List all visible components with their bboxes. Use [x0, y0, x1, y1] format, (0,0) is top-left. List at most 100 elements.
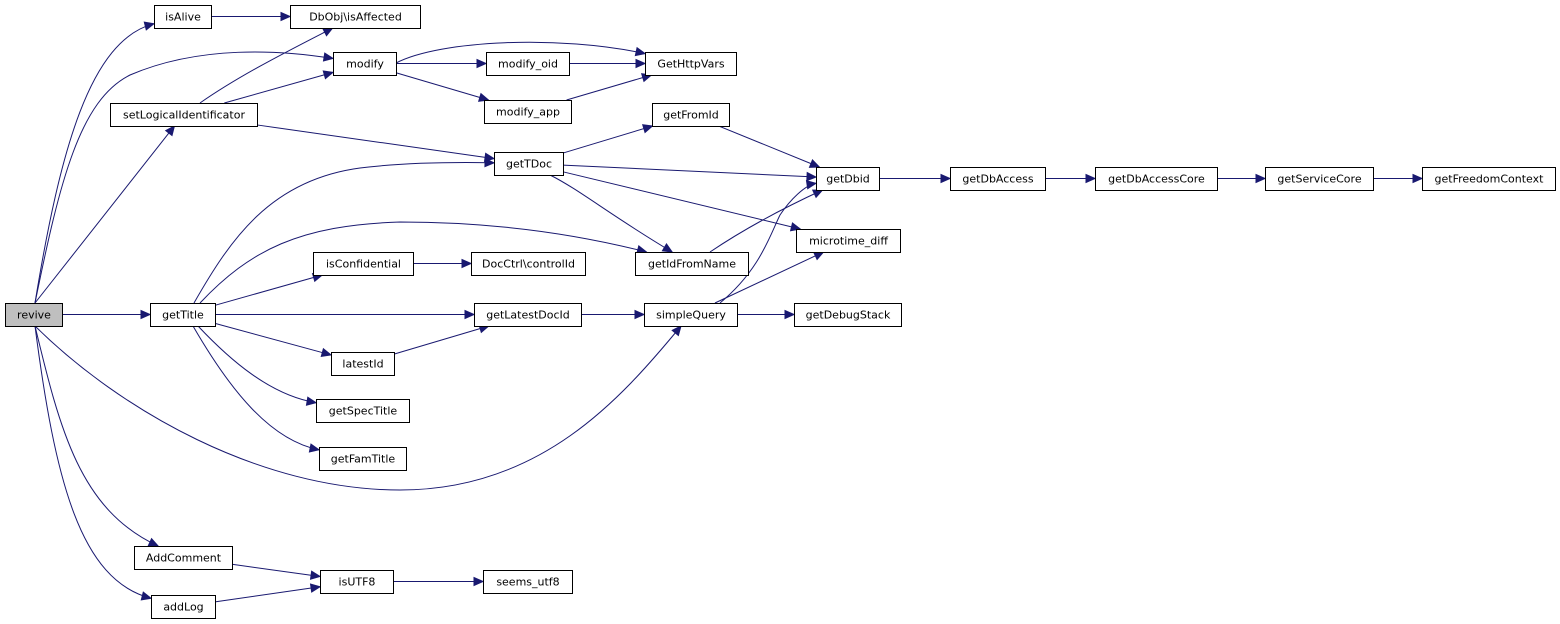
node-isUTF8-label: isUTF8	[339, 576, 376, 589]
node-getTDoc-box[interactable]	[494, 152, 564, 176]
edge-isUTF8-to-seems_utf8-arrowhead	[473, 576, 485, 587]
node-getDebugStack[interactable]: getDebugStack	[794, 303, 902, 327]
node-modify[interactable]: modify	[333, 52, 397, 76]
edge-getTDoc-to-getFromId-line	[562, 125, 653, 154]
node-AddComment-box[interactable]	[134, 546, 233, 570]
node-revive[interactable]: revive	[5, 303, 63, 327]
edge-revive-to-addLog	[34, 325, 153, 601]
node-getFamTitle[interactable]: getFamTitle	[319, 447, 407, 471]
node-getServiceCore[interactable]: getServiceCore	[1265, 167, 1374, 191]
node-getDbid-box[interactable]	[816, 167, 880, 191]
node-AddComment[interactable]: AddComment	[134, 546, 233, 570]
node-getFromId-box[interactable]	[652, 103, 730, 127]
edge-getTitle-to-latestId-arrowhead	[320, 347, 333, 358]
edge-revive-to-AddComment-arrowhead	[147, 537, 160, 547]
node-modify_app[interactable]: modify_app	[484, 100, 572, 124]
edge-revive-to-addLog-line	[34, 325, 152, 599]
edge-modify-to-modify_app-arrowhead	[477, 92, 490, 102]
node-controlId-box[interactable]	[471, 252, 586, 276]
node-isConfidential[interactable]: isConfidential	[313, 252, 414, 276]
edge-modify_app-to-GetHttpVars	[566, 73, 653, 101]
node-getFreedomContext[interactable]: getFreedomContext	[1422, 167, 1556, 191]
edge-getDbid-to-getDbAccess	[879, 173, 952, 184]
node-getServiceCore-box[interactable]	[1265, 167, 1374, 191]
node-getIdFromName[interactable]: getIdFromName	[635, 252, 749, 276]
node-seems_utf8[interactable]: seems_utf8	[483, 570, 573, 594]
node-getIdFromName-box[interactable]	[635, 252, 749, 276]
node-setLogicalIdentificator[interactable]: setLogicalIdentificator	[110, 103, 258, 127]
node-simpleQuery[interactable]: simpleQuery	[644, 303, 738, 327]
node-getLatestDocId-box[interactable]	[474, 303, 582, 327]
edge-getDbid-to-getDbAccess-arrowhead	[940, 173, 952, 184]
node-getFromId[interactable]: getFromId	[652, 103, 730, 127]
edge-setLogicalIdentificator-to-isAffected	[199, 27, 334, 104]
edge-revive-to-modify-line	[34, 51, 334, 304]
node-addLog-box[interactable]	[151, 595, 216, 619]
node-getDbAccess-box[interactable]	[950, 167, 1046, 191]
node-isConfidential-box[interactable]	[313, 252, 414, 276]
edge-getTDoc-to-microtime_diff-line	[562, 171, 801, 230]
edge-revive-to-isAlive-line	[34, 23, 155, 304]
edge-revive-to-modify-arrowhead	[322, 52, 335, 62]
node-setLogicalIdentificator-box[interactable]	[110, 103, 258, 127]
edge-setLogicalIdentificator-to-getTDoc	[256, 124, 496, 162]
node-getLatestDocId[interactable]: getLatestDocId	[474, 303, 582, 327]
node-microtime_diff-box[interactable]	[796, 229, 901, 253]
edge-revive-to-simpleQuery-line	[34, 325, 682, 491]
node-getDbid[interactable]: getDbid	[816, 167, 880, 191]
edge-AddComment-to-isUTF8	[231, 563, 322, 580]
node-addLog[interactable]: addLog	[151, 595, 216, 619]
node-getFromId-label: getFromId	[663, 109, 719, 122]
node-revive-label: revive	[17, 309, 51, 322]
node-revive-box[interactable]	[5, 303, 63, 327]
edge-modify-to-modify_app	[395, 72, 490, 102]
node-modify_app-box[interactable]	[484, 100, 572, 124]
node-isUTF8[interactable]: isUTF8	[320, 570, 394, 594]
node-getDebugStack-box[interactable]	[794, 303, 902, 327]
node-isAlive-box[interactable]	[154, 5, 212, 29]
node-getSpecTitle-box[interactable]	[316, 399, 410, 423]
edge-getTitle-to-getSpecTitle	[197, 325, 318, 406]
node-getDbAccessCore[interactable]: getDbAccessCore	[1095, 167, 1218, 191]
node-isAffected[interactable]: DbObj\isAffected	[290, 5, 421, 29]
node-modify_oid[interactable]: modify_oid	[486, 52, 570, 76]
node-getSpecTitle[interactable]: getSpecTitle	[316, 399, 410, 423]
edge-revive-to-addLog-arrowhead	[140, 591, 153, 601]
node-controlId[interactable]: DocCtrl\controlId	[471, 252, 586, 276]
edge-getTitle-to-isConfidential-line	[214, 274, 323, 306]
node-latestId[interactable]: latestId	[331, 352, 395, 376]
node-isAffected-box[interactable]	[290, 5, 421, 29]
edge-getDbAccess-to-getDbAccessCore-arrowhead	[1085, 173, 1097, 184]
edge-simpleQuery-to-getDebugStack	[737, 309, 796, 320]
edge-revive-to-AddComment-line	[34, 325, 159, 547]
node-GetHttpVars[interactable]: GetHttpVars	[645, 52, 737, 76]
node-modify-box[interactable]	[333, 52, 397, 76]
node-getTitle[interactable]: getTitle	[150, 303, 216, 327]
node-getFamTitle-box[interactable]	[319, 447, 407, 471]
node-isAlive[interactable]: isAlive	[154, 5, 212, 29]
node-getFreedomContext-label: getFreedomContext	[1435, 173, 1545, 186]
node-GetHttpVars-box[interactable]	[645, 52, 737, 76]
node-getTitle-box[interactable]	[150, 303, 216, 327]
edge-getFromId-to-getDbid	[718, 125, 821, 168]
node-controlId-label: DocCtrl\controlId	[482, 258, 575, 271]
edge-getServiceCore-to-getFreedomContext	[1373, 173, 1424, 184]
edge-simpleQuery-to-getDebugStack-arrowhead	[784, 309, 796, 320]
node-getFreedomContext-box[interactable]	[1422, 167, 1556, 191]
edge-modify_oid-to-GetHttpVars-arrowhead	[635, 58, 647, 69]
node-getDbAccessCore-box[interactable]	[1095, 167, 1218, 191]
edge-getTDoc-to-getIdFromName-line	[549, 174, 673, 253]
edge-revive-to-setLogicalIdentificator-arrowhead	[164, 125, 176, 137]
node-getTDoc[interactable]: getTDoc	[494, 152, 564, 176]
edge-isConfidential-to-controlId-arrowhead	[461, 258, 473, 269]
node-modify_oid-box[interactable]	[486, 52, 570, 76]
edge-getIdFromName-to-getDbid-arrowhead	[811, 189, 824, 199]
node-addLog-label: addLog	[163, 601, 203, 614]
node-simpleQuery-box[interactable]	[644, 303, 738, 327]
node-latestId-box[interactable]	[331, 352, 395, 376]
node-seems_utf8-box[interactable]	[483, 570, 573, 594]
node-getDbAccess[interactable]: getDbAccess	[950, 167, 1046, 191]
node-microtime_diff[interactable]: microtime_diff	[796, 229, 901, 253]
node-isUTF8-box[interactable]	[320, 570, 394, 594]
